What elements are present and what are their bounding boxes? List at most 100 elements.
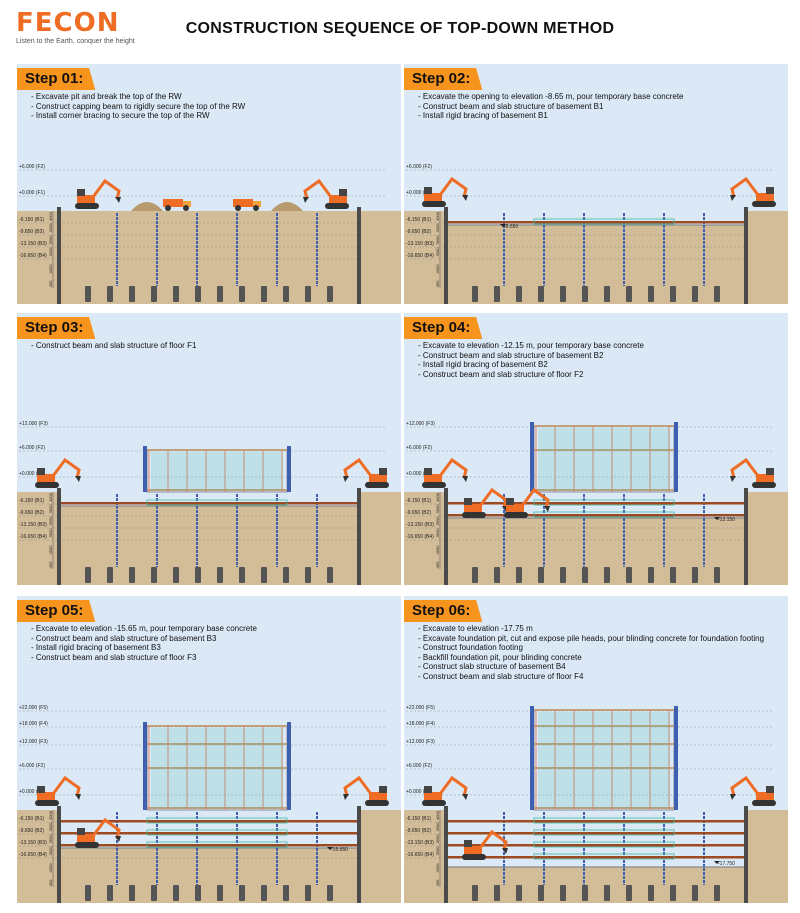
elevation-marker-icon (714, 517, 720, 520)
excavation-elevation-label: -12.150 (718, 517, 735, 523)
level-label: -9.650 (B2) (19, 510, 44, 516)
level-label: -16.650 (B4) (406, 852, 434, 858)
soil-mound (271, 202, 303, 211)
bored-pile (692, 567, 698, 583)
floor-slab (534, 767, 674, 769)
section-diagram: +22.000 (F5)+18.000 (F4)+12.000 (F3)+6.0… (404, 705, 788, 903)
bored-pile (604, 567, 610, 583)
diaphragm-wall-right (357, 806, 361, 903)
excavator-icon (730, 457, 776, 488)
level-label: -13.150 (B3) (406, 522, 434, 528)
dimension-label: 3500 (48, 822, 53, 832)
dimension-label: 4500 (435, 264, 440, 274)
step-notes: - Excavate pit and break the top of the … (31, 92, 381, 121)
step-badge: Step 06: (404, 600, 483, 622)
basement-slab (61, 844, 357, 847)
bored-pile (670, 567, 676, 583)
diaphragm-wall-right (357, 207, 361, 304)
excavator-icon (303, 178, 349, 209)
bored-pile (516, 567, 522, 583)
step-note: - Install rigid bracing of basement B1 (418, 111, 548, 120)
step-note: - Construct beam and slab structure of f… (31, 652, 197, 662)
excavator-icon (343, 775, 389, 806)
excavator-icon (730, 775, 776, 806)
scaffold-tower-left (530, 706, 534, 810)
rebar-cage (533, 841, 675, 848)
bored-pile (239, 885, 245, 901)
step-panel-4: Step 04:- Excavate to elevation -12.15 m… (404, 313, 788, 585)
section-diagram: +6.000 (F2)+0.000 (F1)-6.150 (B1)-9.650 … (404, 164, 788, 304)
rebar-cage (146, 817, 288, 824)
floor-slab (534, 489, 674, 491)
bored-pile (538, 286, 544, 302)
step-note: - Excavate the opening to elevation -8.6… (418, 92, 684, 101)
level-label: -6.150 (B1) (406, 217, 431, 223)
level-label: -16.650 (B4) (19, 852, 47, 858)
step-note: - Construct beam and slab structure of b… (418, 350, 604, 360)
dimension-label: 3500 (435, 516, 440, 526)
dimension-label: 3500 (48, 516, 53, 526)
step-notes: - Excavate to elevation -12.15 m, pour t… (418, 341, 768, 379)
section-diagram: +6.000 (F2)+0.000 (F1)-6.150 (B1)-9.650 … (17, 164, 401, 304)
level-label: +12.000 (F3) (19, 421, 48, 427)
page-header: FECON Listen to the Earth, conquer the h… (0, 0, 800, 60)
excavation-elevation-label: -8.650 (504, 224, 518, 230)
dimension-label: 3500 (435, 846, 440, 856)
dimension-label: 3500 (435, 528, 440, 538)
scaffold-tower-right (674, 422, 678, 492)
diaphragm-wall-right (357, 488, 361, 585)
bored-pile (692, 885, 698, 901)
excavator-icon (75, 178, 121, 209)
bored-pile (648, 567, 654, 583)
excavation-elevation-label: -17.750 (718, 861, 735, 867)
rebar-cage (533, 853, 675, 860)
excavator-icon (35, 457, 81, 488)
dimension-label: 3500 (48, 235, 53, 245)
dimension-label: 4000 (48, 810, 53, 820)
floor-slab (534, 425, 674, 427)
step-note: - Excavate to elevation -15.65 m, pour t… (31, 624, 257, 633)
bored-pile (239, 567, 245, 583)
dimension-label: 4500 (435, 545, 440, 555)
bored-pile (151, 286, 157, 302)
dimension-label: 4000 (48, 211, 53, 221)
scaffold-tower-right (287, 446, 291, 492)
bored-pile (283, 567, 289, 583)
step-panel-5: Step 05: - Excavate to elevation -15.65 m… (17, 596, 401, 903)
level-label: -16.650 (B4) (406, 253, 434, 259)
level-label: -16.650 (B4) (406, 534, 434, 540)
section-diagram: +12.000 (F3)+6.000 (F2)+0.000 (F1)-6.150… (404, 421, 788, 585)
step-note: - Excavate pit and break the top of the … (31, 92, 182, 101)
step-note: - Construct slab structure of basement B… (418, 662, 566, 671)
bored-pile (173, 286, 179, 302)
level-label: -9.650 (B2) (406, 229, 431, 235)
bored-pile (560, 567, 566, 583)
step-notes: - Excavate to elevation -15.65 m, pour t… (31, 624, 381, 662)
bored-pile (626, 885, 632, 901)
level-label: +22.000 (F5) (406, 705, 435, 711)
dimension-label: 3500 (48, 846, 53, 856)
step-badge: Step 02: (404, 68, 483, 90)
level-label: +0.000 (F1) (19, 789, 45, 795)
bored-pile (217, 885, 223, 901)
bored-pile (582, 885, 588, 901)
level-label: -13.150 (B3) (19, 840, 47, 846)
dump-truck-icon (233, 199, 261, 211)
dimension-label: 3500 (435, 504, 440, 514)
basement-slab (448, 856, 744, 859)
rebar-cage (533, 499, 675, 506)
diaphragm-wall-right (744, 207, 748, 304)
excavation-elevation-label: -15.650 (331, 847, 348, 853)
bored-pile (239, 286, 245, 302)
rebar-cage (533, 829, 675, 836)
diaphragm-wall-left (444, 207, 448, 304)
step-badge: Step 05: (17, 600, 96, 622)
basement-slab (448, 221, 744, 224)
level-label: -16.650 (B4) (19, 253, 47, 259)
level-label: -6.150 (B1) (19, 816, 44, 822)
formwork-mesh (538, 428, 670, 490)
bored-pile (217, 567, 223, 583)
dimension-label: 3500 (435, 834, 440, 844)
bored-pile (494, 885, 500, 901)
rebar-cage (146, 829, 288, 836)
